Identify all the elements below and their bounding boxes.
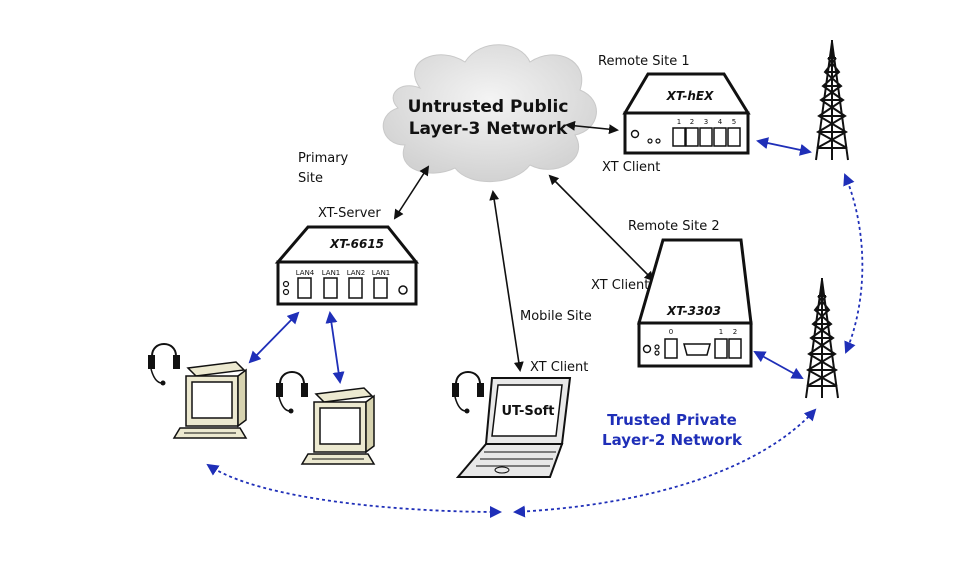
xthex-port-label: 2 <box>690 118 694 126</box>
cloud-network-icon: Untrusted Public Layer-3 Network <box>382 44 597 182</box>
xt6615-port-label: LAN1 <box>372 269 391 277</box>
xthex-port-label: 5 <box>732 118 736 126</box>
desktop-computer-icon <box>276 371 376 465</box>
xt3303-port-label: 1 <box>719 328 723 336</box>
radio-tower-icon <box>805 278 839 399</box>
xt3303-port-label: 0 <box>669 328 673 336</box>
xt3303-name: XT-3303 <box>666 304 721 318</box>
xt6615-port-label: LAN1 <box>322 269 341 277</box>
laptop-computer-icon: UT-Soft <box>452 371 572 478</box>
link-pcs-laptop <box>206 463 502 518</box>
xt3303-device-icon: XT-3303 0 1 2 <box>637 238 753 368</box>
desktop-computer-icon <box>148 343 248 439</box>
primary-site-label-line1: Primary <box>298 151 349 166</box>
xt3303-port-label: 2 <box>733 328 737 336</box>
primary-site-label-line2: Site <box>298 171 323 186</box>
link-xt6615-pc2 <box>325 311 345 384</box>
link-tower1-tower2 <box>843 173 864 354</box>
trusted-network-label-line1: Trusted Private <box>607 411 737 429</box>
remote-site-2-client: XT Client <box>591 278 649 293</box>
wan-links <box>393 120 655 372</box>
remote-site-1-title: Remote Site 1 <box>598 54 690 69</box>
xt6615-device-icon: XT-6615 LAN4 LAN1 LAN2 LAN1 <box>274 225 420 306</box>
xthex-port-label: 3 <box>704 118 708 126</box>
link-xthex-tower1 <box>756 137 812 156</box>
xt6615-name: XT-6615 <box>329 237 384 251</box>
xthex-device-icon: XT-hEX 1 2 3 4 5 <box>622 72 751 155</box>
xt-server-label: XT-Server <box>318 206 381 221</box>
xt6615-port-label: LAN4 <box>296 269 315 277</box>
link-xt3303-tower2 <box>753 351 804 379</box>
cloud-label-line2: Layer-3 Network <box>409 119 568 139</box>
laptop-screen-text: UT-Soft <box>501 404 554 419</box>
trusted-network-label-line2: Layer-2 Network <box>602 431 743 449</box>
mobile-site-client: XT Client <box>530 360 588 375</box>
xt6615-port-label: LAN2 <box>347 269 366 277</box>
xthex-port-label: 1 <box>677 118 681 126</box>
link-cloud-xthex <box>565 120 619 135</box>
xthex-name: XT-hEX <box>666 89 714 103</box>
remote-site-2-title: Remote Site 2 <box>628 219 720 234</box>
cloud-label-line1: Untrusted Public <box>408 97 569 117</box>
wireless-links <box>206 173 864 518</box>
link-laptop-tower2 <box>513 408 817 518</box>
link-cloud-xt6615 <box>393 165 430 220</box>
link-xt6615-pc1 <box>248 311 300 364</box>
mobile-site-title: Mobile Site <box>520 309 592 324</box>
remote-site-1-client: XT Client <box>602 160 660 175</box>
link-cloud-mobile <box>489 190 524 372</box>
lan-links <box>248 137 812 384</box>
link-cloud-xt3303 <box>548 174 655 282</box>
radio-tower-icon <box>815 40 849 161</box>
xthex-port-label: 4 <box>718 118 723 126</box>
